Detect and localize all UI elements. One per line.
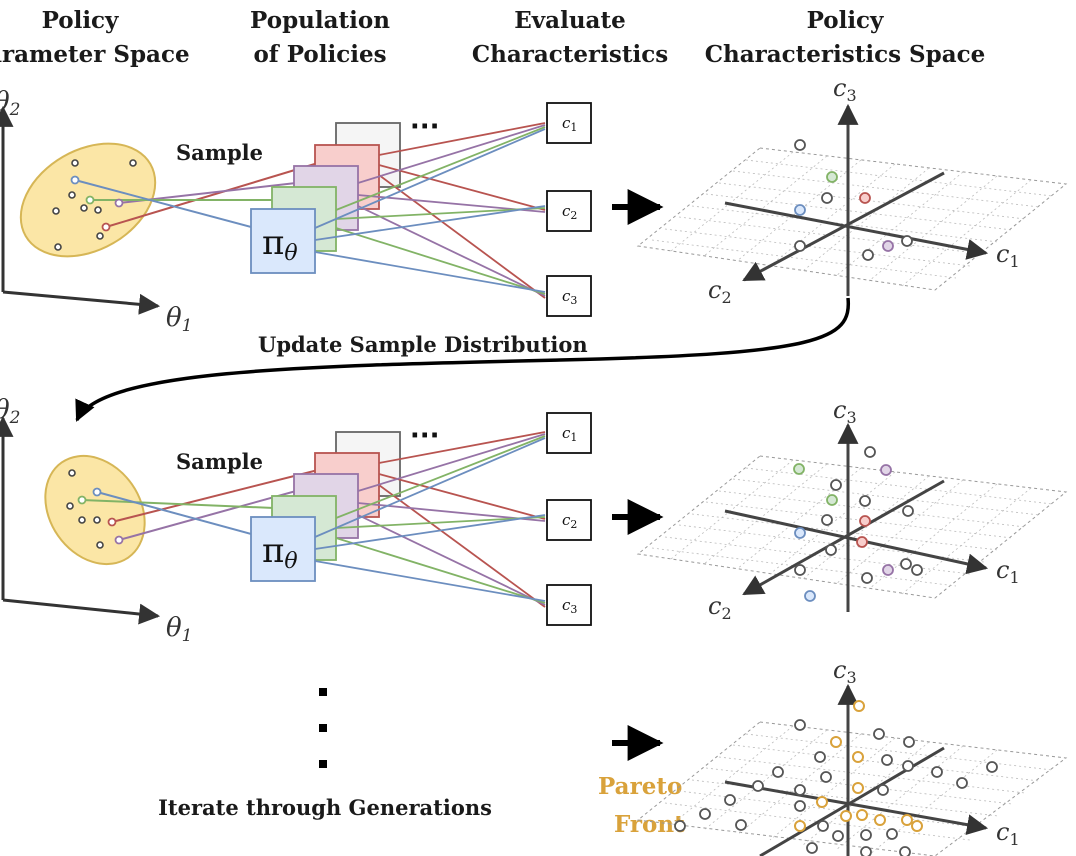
sample-line-blue xyxy=(74,179,256,229)
sample-label-2: Sample xyxy=(176,449,263,474)
param-space-axes-1: θ1 θ2 xyxy=(0,87,192,336)
char-space-plot-2: c1 c2 c3 xyxy=(636,396,1068,623)
more-policies-ellipsis-1: ⋅⋅⋅ xyxy=(410,112,440,142)
row-2: θ1 θ2 Sample πθ ⋅⋅⋅ xyxy=(0,395,1068,646)
header-population-line2: of Policies xyxy=(253,41,386,68)
c1-axis-label: c1 xyxy=(996,240,1020,271)
header-param-space-line1: Policy xyxy=(42,7,119,34)
svg-text:c1: c1 xyxy=(996,818,1020,849)
char-space-plot-3: c1 c3 xyxy=(636,656,1068,856)
vertical-ellipsis xyxy=(319,688,327,768)
param-samples-2 xyxy=(66,469,104,549)
sample-label-1: Sample xyxy=(176,140,263,165)
svg-text:c3: c3 xyxy=(833,656,857,687)
sample-line-red xyxy=(105,162,319,228)
row-1: θ1 θ2 Sample πθ ⋅⋅⋅ xyxy=(0,74,1068,336)
char-points-1 xyxy=(794,139,913,261)
update-distribution-arrow xyxy=(75,297,851,422)
pareto-label-line1: Pareto xyxy=(598,773,682,800)
column-headers: Policy Parameter Space Population of Pol… xyxy=(0,7,985,68)
eval-lines-1 xyxy=(314,122,546,299)
header-evaluate-line1: Evaluate xyxy=(514,7,625,34)
eval-lines-2 xyxy=(314,431,546,608)
param-samples-1 xyxy=(52,159,137,251)
row-3: Iterate through Generations Pareto Front… xyxy=(158,656,1068,856)
characteristic-boxes-1: c1 c2 c3 xyxy=(546,102,592,317)
pareto-front-points xyxy=(794,700,923,832)
theta1-label: θ1 xyxy=(166,303,192,336)
iterate-label: Iterate through Generations xyxy=(158,795,492,820)
header-population-line1: Population xyxy=(250,7,390,34)
more-policies-ellipsis-2: ⋅⋅⋅ xyxy=(410,421,440,451)
pi-theta-label-1: πθ xyxy=(262,223,298,266)
header-param-space-line2: Parameter Space xyxy=(0,41,190,68)
svg-text:c2: c2 xyxy=(708,592,732,623)
char-box-c1 xyxy=(546,102,592,144)
svg-text:c3: c3 xyxy=(833,396,857,427)
policy-pi-theta-card-1 xyxy=(250,208,316,274)
pi-theta-label-2: πθ xyxy=(262,531,298,574)
char-box-c2 xyxy=(546,190,592,232)
theta2-label-2: θ2 xyxy=(0,395,20,428)
char-space-plot-1: c1 c2 c3 xyxy=(636,74,1068,307)
policy-pi-theta-card-2 xyxy=(250,516,316,582)
svg-text:c1: c1 xyxy=(996,556,1020,587)
c3-axis-label: c3 xyxy=(833,74,857,105)
pareto-label-line2: Front xyxy=(614,811,685,838)
theta1-label-2: θ1 xyxy=(166,613,192,646)
c2-axis-label: c2 xyxy=(708,276,732,307)
header-char-space-line2: Characteristics Space xyxy=(705,41,986,68)
header-char-space-line1: Policy xyxy=(807,7,884,34)
char-box-c3 xyxy=(546,275,592,317)
sample-distribution-ellipse-2 xyxy=(44,454,146,566)
update-label: Update Sample Distribution xyxy=(258,332,588,357)
policy-stack-2: πθ ⋅⋅⋅ xyxy=(250,421,440,582)
char-points-3-gray xyxy=(674,719,998,856)
header-evaluate-line2: Characteristics xyxy=(472,41,668,68)
char-points-2 xyxy=(793,446,923,602)
characteristic-boxes-2: c1 c2 c3 xyxy=(546,412,592,626)
theta2-label: θ2 xyxy=(0,87,20,120)
policy-stack-1: πθ ⋅⋅⋅ xyxy=(250,112,440,274)
